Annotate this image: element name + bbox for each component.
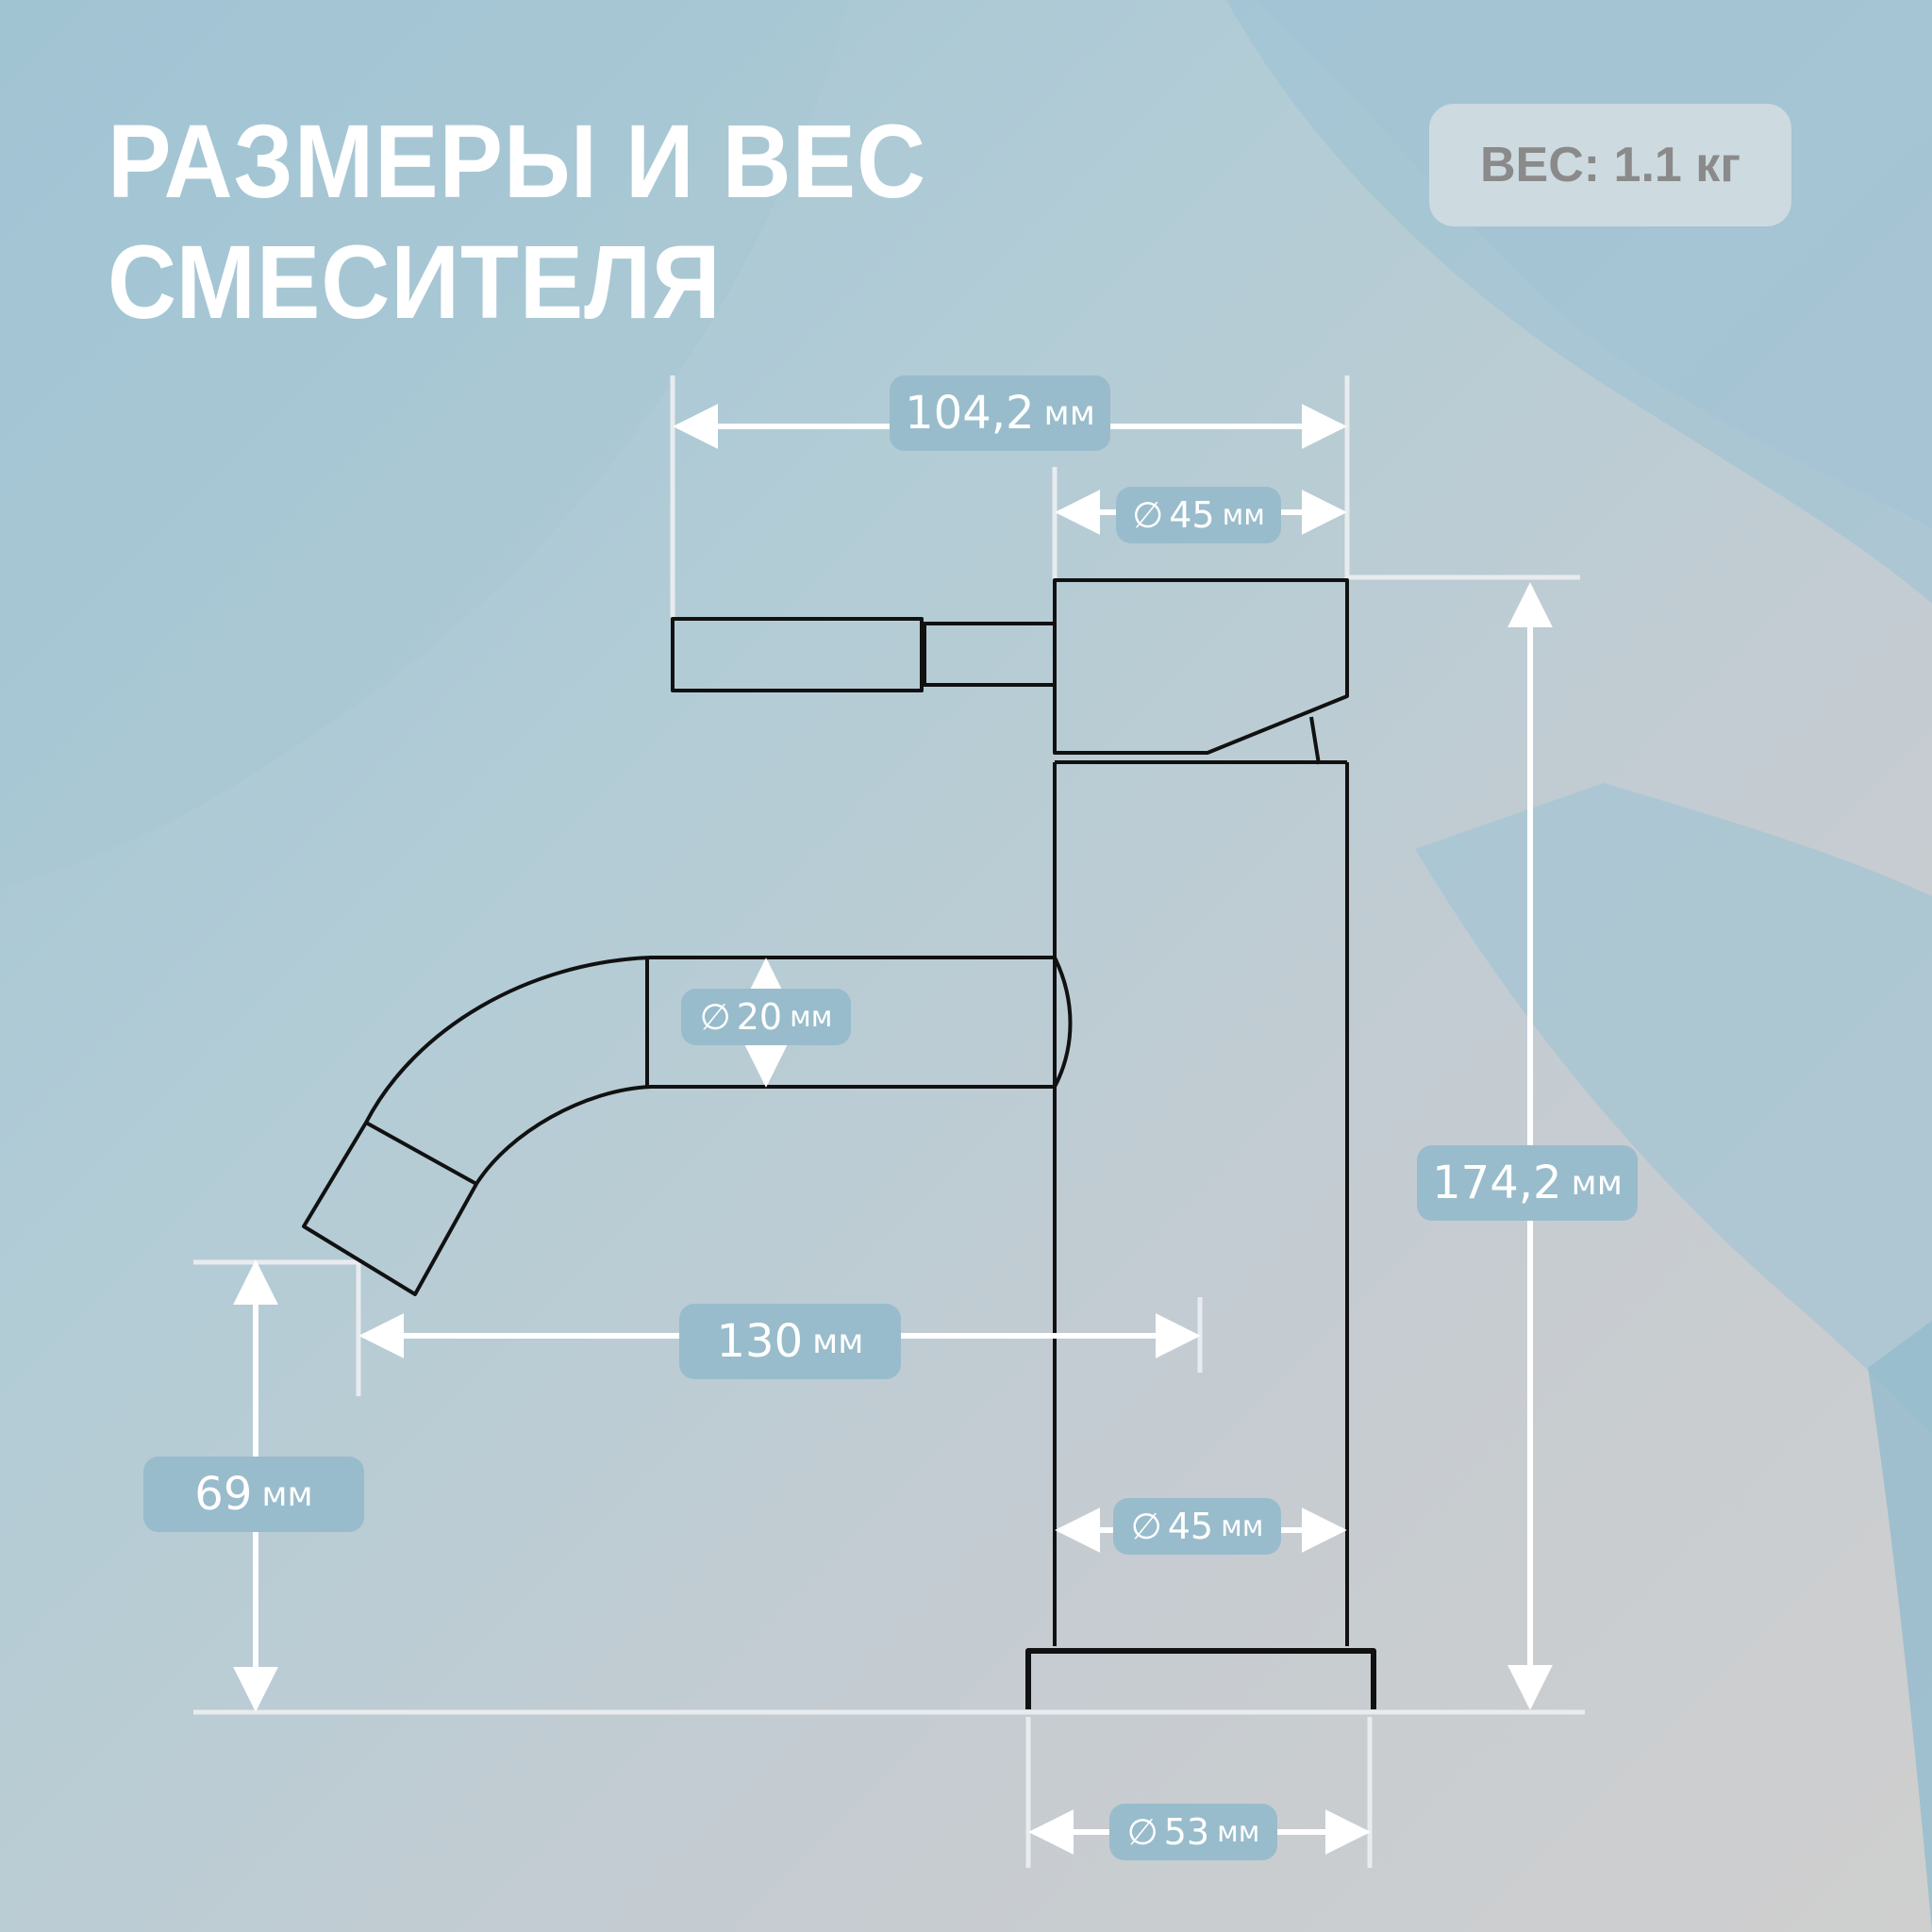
spout-bottom (475, 1085, 1055, 1186)
handle-head (1053, 578, 1349, 755)
weight-badge: ВЕС: 1.1 кг (1429, 104, 1791, 226)
diameter-icon: ∅ (699, 996, 731, 1038)
extension-lines (193, 375, 1585, 1868)
dimension-body-diameter: ∅ 45 мм (1113, 1498, 1281, 1555)
dimension-spout-reach: 130 мм (679, 1304, 901, 1379)
title-line-1: РАЗМЕРЫ И ВЕС (108, 104, 927, 220)
dimension-spout-height: 69 мм (143, 1457, 364, 1532)
diameter-icon: ∅ (1126, 1811, 1158, 1853)
aerator (302, 1121, 478, 1296)
page-title: РАЗМЕРЫ И ВЕС СМЕСИТЕЛЯ (108, 102, 926, 343)
handle-lever (671, 617, 924, 692)
spout-top (364, 956, 1055, 1124)
dimension-base-diameter: ∅ 53 мм (1109, 1804, 1277, 1860)
title-line-2: СМЕСИТЕЛЯ (108, 225, 722, 341)
handle-stem (923, 622, 1057, 687)
diameter-icon: ∅ (1130, 1506, 1162, 1547)
dimension-handle-diameter: ∅ 45 мм (1116, 487, 1281, 543)
diameter-icon: ∅ (1132, 494, 1164, 536)
dimension-total-width: 104,2 мм (890, 375, 1110, 451)
dimension-total-height: 174,2 мм (1417, 1145, 1638, 1221)
dimension-lines (233, 404, 1553, 1855)
faucet-outline (302, 578, 1376, 1709)
dimension-spout-diameter: ∅ 20 мм (681, 989, 851, 1045)
base (1025, 1648, 1376, 1709)
